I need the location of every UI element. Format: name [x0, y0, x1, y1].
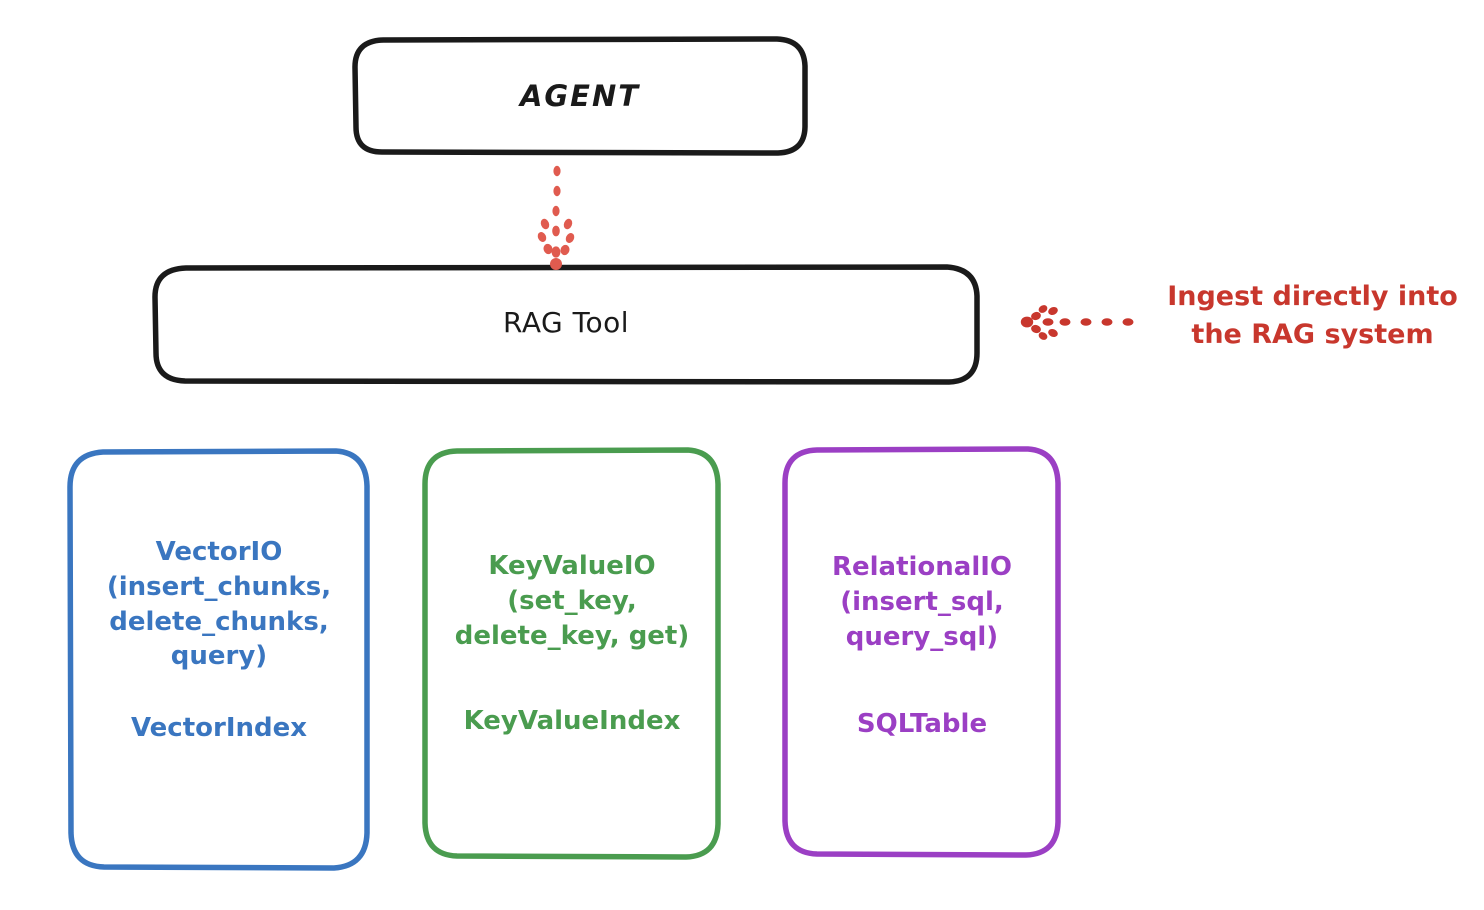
vector-io-box[interactable] — [67, 448, 370, 871]
keyvalue-io-box[interactable] — [422, 447, 721, 860]
agent-to-rag-connector-icon — [537, 165, 575, 270]
ingest-connector-icon — [1020, 305, 1134, 340]
relational-io-box[interactable] — [782, 446, 1061, 858]
agent-box[interactable] — [352, 36, 808, 156]
rag-tool-box[interactable] — [152, 264, 980, 385]
